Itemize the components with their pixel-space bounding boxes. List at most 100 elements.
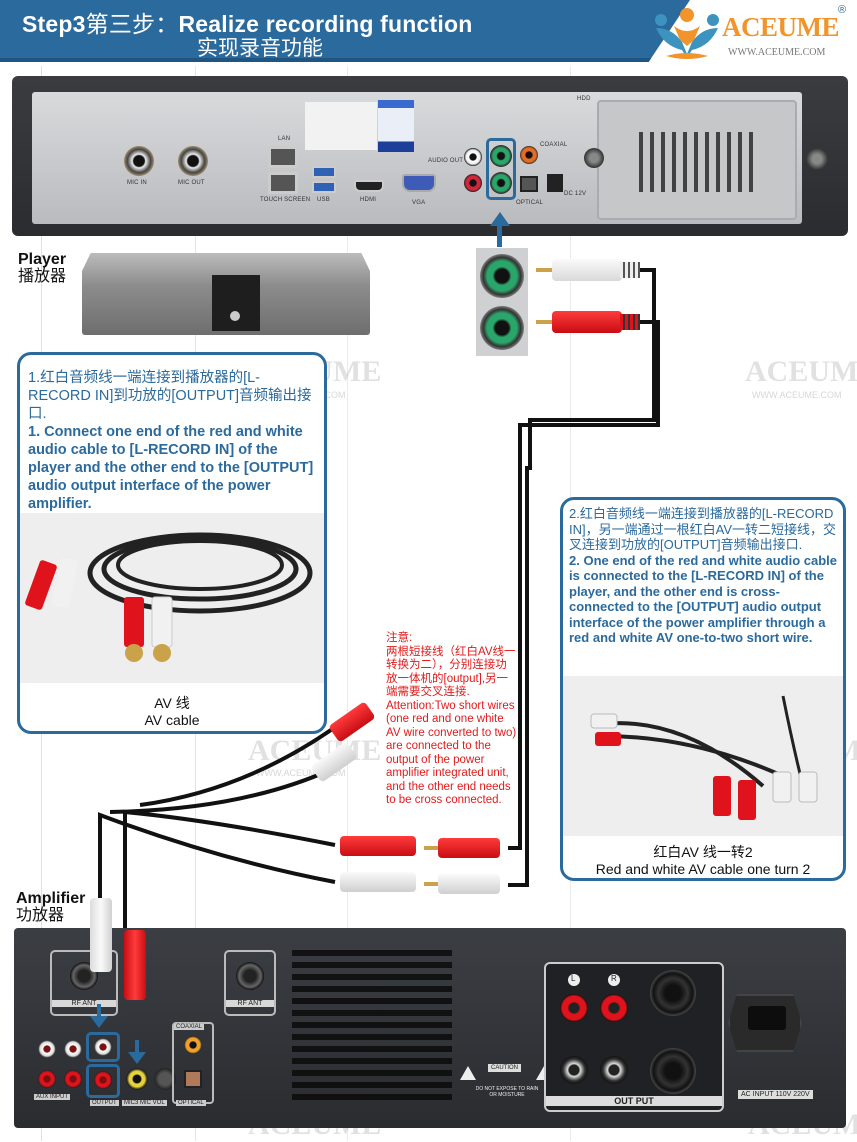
vent-slots	[639, 132, 759, 192]
ac-input-label: AC INPUT 110V 220V	[738, 1090, 813, 1099]
output-jack-red	[94, 1071, 112, 1089]
closeup-green-jack	[480, 254, 524, 298]
note-heading: 注意:	[386, 632, 413, 644]
aux-input-jack	[64, 1040, 82, 1058]
page-title: Step3第三步：Realize recording function	[22, 5, 472, 39]
coaxial-optical-box	[172, 1022, 214, 1104]
warning-triangle-icon	[460, 1066, 476, 1080]
rca-plug-red	[536, 311, 640, 333]
aceume-logo-icon	[655, 8, 719, 59]
plug-body	[552, 311, 622, 333]
step2-caption-en: Red and white AV cable one turn 2	[595, 861, 811, 877]
title-step-zh: 第三步：	[85, 11, 179, 37]
screw	[584, 148, 604, 168]
speaker-l-label: L	[571, 974, 576, 983]
record-in-closeup	[476, 248, 528, 356]
player-label: Player 播放器	[18, 251, 66, 285]
vga-port	[402, 174, 436, 192]
mic-in-jack	[124, 146, 154, 176]
dc-label: DC 12V	[564, 191, 587, 197]
lan-label: LAN	[278, 136, 291, 142]
hdmi-label: HDMI	[360, 197, 377, 203]
cable-short-white	[98, 812, 336, 900]
rca-plug-white	[536, 259, 640, 281]
amp-plug-red	[124, 930, 146, 1000]
usb-port	[312, 181, 336, 193]
cable-split-1	[139, 718, 347, 807]
step2-caption-zh: 红白AV 线一转2	[653, 844, 753, 860]
aux-input-jack	[38, 1040, 56, 1058]
arrow-down-head	[90, 1016, 108, 1028]
amp-coaxial-label: COAXIAL	[174, 1024, 205, 1030]
title-step: Step3	[22, 11, 86, 37]
plug-pin	[424, 882, 440, 886]
step1-caption: AV 线 AV cable	[20, 695, 324, 729]
av-cable-image	[20, 513, 324, 683]
ac-power-socket	[728, 994, 802, 1052]
caution-label: CAUTION	[488, 1064, 521, 1072]
qr-sticker	[378, 100, 414, 152]
audio-out-l-jack	[464, 148, 482, 166]
output-label: OUTPUT	[90, 1100, 119, 1106]
ac-voltage-text: 110V 220V	[775, 1091, 810, 1098]
amplifier-label-zh: 功放器	[16, 907, 65, 924]
cable-short-red	[123, 809, 336, 930]
vent-grille	[292, 950, 452, 1102]
arrow-down-icon	[135, 1040, 139, 1054]
usb-label: USB	[317, 197, 330, 203]
watermark-text: ACEUME	[745, 355, 857, 388]
cable-red-main	[508, 320, 660, 850]
amplifier-back-panel: RF ANT RF ANT AUX INPUT OUTPUT MIC3 MIC …	[14, 928, 846, 1128]
lan-port	[268, 146, 298, 168]
aux-input-label: AUX INPUT	[34, 1094, 71, 1100]
plug-pin	[536, 268, 554, 272]
player-back-panel: HDD MIC IN MIC OUT LAN TOUCH SCREEN USB …	[12, 76, 848, 236]
out-put-label: OUT PUT	[546, 1096, 722, 1106]
hdd-cover	[597, 100, 797, 220]
arrow-up-head	[490, 212, 510, 226]
touch-screen-port	[268, 172, 298, 194]
product-sticker	[305, 102, 377, 150]
step1-caption-en: AV cable	[144, 712, 200, 728]
step1-text: 1.红白音频线一端连接到播放器的[L-RECORD IN]到功放的[OUTPUT…	[28, 369, 322, 513]
usb-port	[312, 166, 336, 178]
av-split-cable-illustration	[590, 695, 818, 820]
note-text-zh: 两根短接线（红白AV线一转换为二），分别连接功放一体机的[output],另一端…	[386, 645, 516, 699]
rf-ant-right-jack	[236, 962, 264, 990]
dc-port	[547, 174, 563, 192]
attention-note: 注意: 两根短接线（红白AV线一转换为二），分别连接功放一体机的[output]…	[386, 632, 518, 808]
iec-socket	[748, 1006, 786, 1030]
step1-text-zh: 1.红白音频线一端连接到播放器的[L-RECORD IN]到功放的[OUTPUT…	[28, 370, 312, 422]
speakon-jack	[650, 1048, 696, 1094]
av-split-cable-image	[563, 676, 843, 836]
hdd-label: HDD	[577, 96, 591, 102]
amp-coaxial-jack	[184, 1036, 202, 1054]
amplifier-label: Amplifier 功放器	[16, 890, 85, 924]
mic-in-label: MIC IN	[127, 180, 147, 186]
do-not-expose-label: DO NOT EXPOSE TO RAIN OR MOISTURE	[475, 1086, 539, 1098]
mic-out-jack	[178, 146, 208, 176]
aux-input-jack	[64, 1070, 82, 1088]
screw	[806, 148, 828, 170]
binding-post-red	[560, 994, 588, 1022]
coaxial-jack	[520, 146, 538, 164]
title-en: Realize recording function	[178, 11, 473, 37]
rf-ant-right-label: RF ANT	[226, 1000, 274, 1007]
plug-strain	[620, 314, 640, 330]
rf-ant-right-box: RF ANT	[224, 950, 276, 1016]
record-in-highlight	[486, 138, 516, 200]
cable-split-2	[109, 768, 331, 814]
splitter-white-connector	[340, 872, 416, 892]
plug-body	[438, 874, 500, 894]
output-highlight-bottom	[86, 1064, 120, 1098]
amplifier-label-en: Amplifier	[16, 890, 86, 907]
mic3-mic-vol-label: MIC3 MIC VOL	[122, 1100, 167, 1106]
brand-logo	[652, 6, 722, 62]
header-banner: Step3第三步：Realize recording function 实现录音…	[0, 0, 857, 66]
av-cable-illustration	[25, 532, 313, 662]
page-subtitle: 实现录音功能	[197, 37, 323, 60]
note-text-en: Attention:Two short wires (one red and o…	[386, 699, 517, 807]
arrow-up-icon	[497, 225, 502, 247]
player-front-image	[82, 253, 370, 335]
rf-ant-left-label: RF ANT	[52, 1000, 116, 1007]
